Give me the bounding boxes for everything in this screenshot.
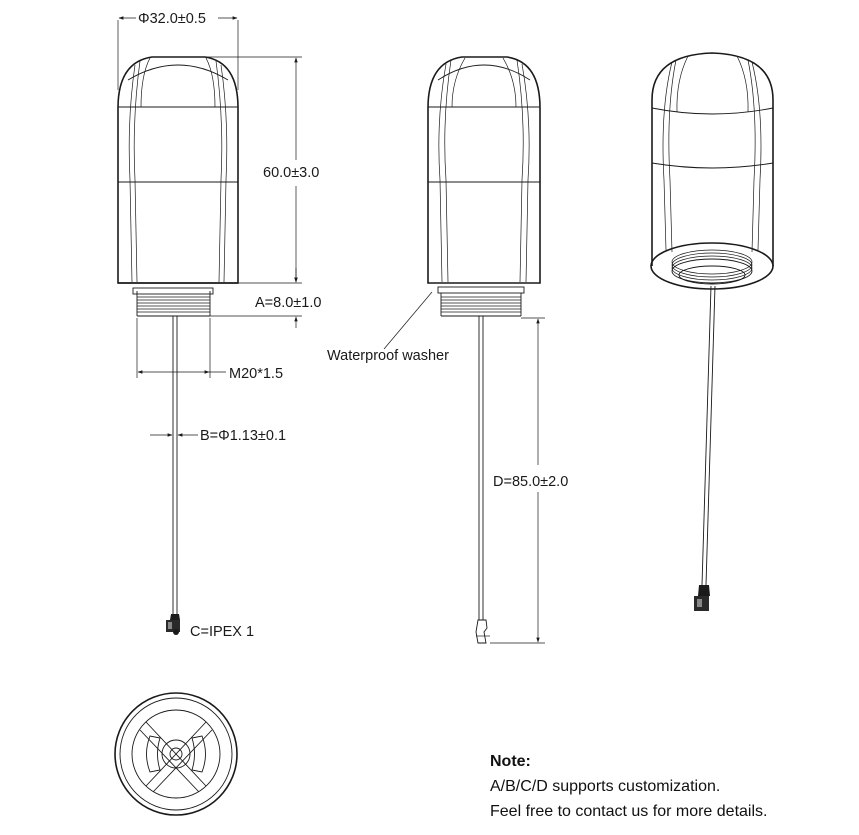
perspective-view <box>650 52 774 611</box>
side-dimensions <box>383 291 545 644</box>
note-line-2: Feel free to contact us for more details… <box>490 803 767 820</box>
note-block: Note: A/B/C/D supports customization. Fe… <box>490 753 767 820</box>
b-label: B=Φ1.13±0.1 <box>200 428 286 444</box>
front-dimensions <box>117 16 302 437</box>
height-label: 60.0±3.0 <box>263 165 319 181</box>
c-label: C=IPEX 1 <box>190 624 254 640</box>
side-view <box>427 56 541 644</box>
d-label: D=85.0±2.0 <box>493 474 568 490</box>
note-title: Note: <box>490 753 531 770</box>
note-line-1: A/B/C/D supports customization. <box>490 778 720 795</box>
a-label: A=8.0±1.0 <box>255 295 321 311</box>
bottom-view <box>114 692 238 816</box>
front-view <box>117 56 239 635</box>
front-thread <box>132 287 214 317</box>
washer-label: Waterproof washer <box>327 348 449 364</box>
diameter-label: Φ32.0±0.5 <box>138 11 206 27</box>
thread-label: M20*1.5 <box>229 366 283 382</box>
front-ipex-connector <box>166 614 180 635</box>
